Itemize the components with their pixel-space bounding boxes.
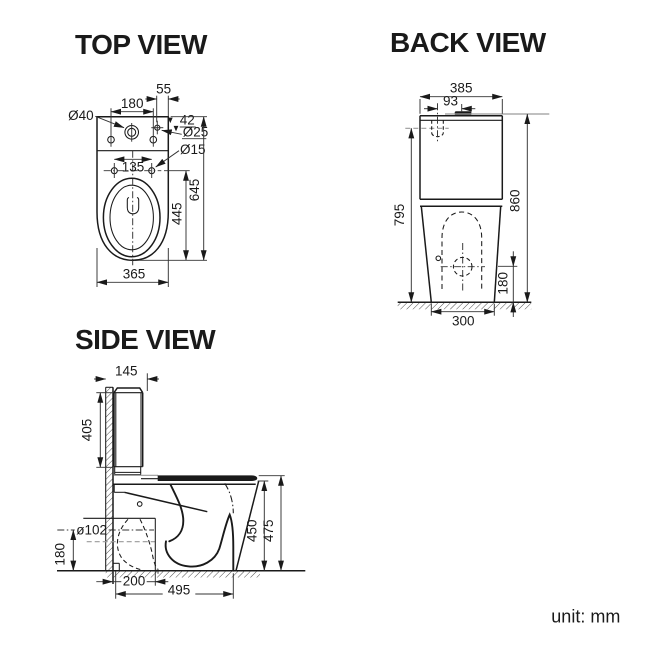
dim-label-475: 475 xyxy=(261,519,276,542)
dim-tank-height: 405 xyxy=(80,392,113,468)
dim-label-795: 795 xyxy=(392,204,407,227)
dim-bowl-length: 445 xyxy=(164,170,190,261)
floor-hatching xyxy=(397,302,532,310)
dim-label-dia25: Ø25 xyxy=(183,124,209,139)
dim-tank-depth: 145 xyxy=(94,364,159,391)
back-view-trapway xyxy=(435,211,485,292)
dim-total-length: 645 xyxy=(134,116,207,261)
top-view-toilet-outline xyxy=(96,115,170,266)
top-view-title: TOP VIEW xyxy=(75,29,208,60)
dim-bowl-width: 365 xyxy=(96,248,169,287)
dim-label-55: 55 xyxy=(156,82,171,97)
dim-label-385: 385 xyxy=(450,81,473,96)
dim-label-495: 495 xyxy=(168,583,191,598)
label-inlet-dia: Ø40 xyxy=(68,108,125,129)
top-view-tank-holes xyxy=(107,108,164,147)
top-view: TOP VIEW xyxy=(68,29,208,287)
dim-label-145: 145 xyxy=(115,364,138,379)
outlet-symbol xyxy=(126,196,140,215)
dim-label-dia15: Ø15 xyxy=(180,142,206,157)
dim-holes-span: 180 xyxy=(110,96,154,115)
dim-label-dia102: ø102 xyxy=(76,523,107,538)
dim-outlet-height-back: 180 xyxy=(495,251,518,317)
outlet-circle xyxy=(452,256,473,277)
trap-profile xyxy=(164,512,235,572)
dim-inlet-height: 795 xyxy=(392,127,415,303)
dim-label-dia40: Ø40 xyxy=(68,108,94,123)
dim-label-450: 450 xyxy=(245,519,260,542)
side-view-cistern xyxy=(113,387,144,476)
back-view-title: BACK VIEW xyxy=(390,27,547,58)
dim-label-405: 405 xyxy=(80,419,95,442)
fixing-point xyxy=(435,255,442,262)
dim-rim-height: 450 xyxy=(245,480,269,572)
side-view-floor xyxy=(57,569,306,578)
fixing-point xyxy=(136,501,143,507)
dim-label-365: 365 xyxy=(123,267,146,282)
side-view-bowl xyxy=(57,474,260,574)
label-outlet-dia: ø102 xyxy=(76,523,107,538)
side-view: SIDE VIEW xyxy=(52,324,306,599)
dim-outlet-height-side: 180 xyxy=(52,529,77,572)
dim-inlet-offset: 93 xyxy=(424,94,476,112)
dim-outlet-setout: 200 xyxy=(96,571,169,588)
dim-label-93: 93 xyxy=(443,94,458,109)
dim-seat-height: 475 xyxy=(258,475,285,572)
dim-total-height: 860 xyxy=(508,113,531,303)
dim-label-445: 445 xyxy=(169,202,184,225)
back-view: BACK VIEW xyxy=(390,27,550,329)
unit-label: unit: mm xyxy=(551,607,620,627)
dim-edge-offset: 55 xyxy=(145,82,180,123)
dim-label-180-side: 180 xyxy=(52,543,67,566)
side-view-title: SIDE VIEW xyxy=(75,324,216,355)
seat-inner-oval xyxy=(109,184,154,251)
dim-label-180: 180 xyxy=(121,96,144,111)
side-view-wall xyxy=(105,386,114,584)
dim-label-300: 300 xyxy=(452,314,475,329)
dim-label-645: 645 xyxy=(187,179,202,202)
bowl-front-face xyxy=(235,480,260,571)
dim-tank-width: 385 xyxy=(419,81,503,114)
dim-label-135: 135 xyxy=(122,159,145,174)
seat-outer-oval xyxy=(102,177,161,258)
seat-lid xyxy=(157,475,258,481)
back-view-toilet-outline xyxy=(419,111,550,303)
dim-label-200: 200 xyxy=(123,573,146,588)
dim-label-180-back: 180 xyxy=(495,272,510,295)
wall-hatching xyxy=(105,387,113,571)
bowl-inlet-channel xyxy=(168,484,185,543)
floor-hatching xyxy=(105,571,260,578)
dim-seat-holes-span: 135 xyxy=(113,156,153,174)
top-view-seat-holes xyxy=(103,163,162,178)
dim-base-width: 300 xyxy=(430,303,495,329)
dim-total-depth: 495 xyxy=(115,571,234,599)
label-dia15: Ø15 xyxy=(155,142,206,168)
back-view-floor xyxy=(397,301,532,310)
dim-label-860: 860 xyxy=(508,189,523,212)
